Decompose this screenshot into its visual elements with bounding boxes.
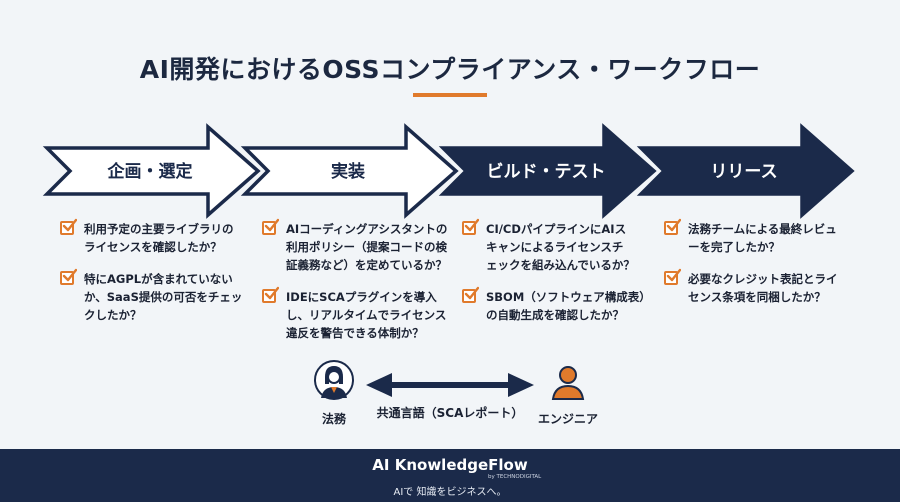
checklist-item-line: 利用ポリシー（提案コードの検 (286, 240, 447, 254)
checklist-item-line: 必要なクレジット表記とライ (688, 272, 838, 286)
stage-arrow-build-test (438, 123, 657, 219)
checklist-item-line: IDEにSCAプラグインを導入 (286, 290, 437, 304)
stage-arrow-implementation (240, 123, 459, 219)
stage-label-implementation: 実装 (331, 162, 365, 182)
checkbox-checked-icon (262, 218, 279, 235)
title-underline (413, 93, 487, 97)
footer-tagline: AIで 知識をビジネスへ。 (393, 487, 507, 498)
checklist-item-line: クしたか？ (84, 308, 142, 322)
checklist-item-line: ーを完了したか？ (688, 240, 780, 254)
checkbox-checked-icon (262, 286, 279, 303)
checklist-item-line: AIコーディングアシスタントの (286, 222, 448, 236)
checklist-item-text: AIコーディングアシスタントの利用ポリシー（提案コードの検証義務など）を定めてい… (286, 220, 452, 274)
footer-brand: AI KnowledgeFlow (372, 456, 528, 474)
checklist-item-line: 違反を警告できる体制か？ (286, 326, 424, 340)
checklist-item-line: キャンによるライセンスチ (486, 240, 624, 254)
checklist-item-line: センス条項を同梱したか？ (688, 290, 826, 304)
checklist-item-line: 利用予定の主要ライブラリの (84, 222, 234, 236)
checklist-release: 法務チームによる最終レビューを完了したか？ 必要なクレジット表記とライセンス条項を… (664, 218, 854, 320)
checklist-item: IDEにSCAプラグインを導入し、リアルタイムでライセンス違反を警告できる体制か… (262, 286, 452, 342)
stage-arrow-release (636, 123, 855, 219)
checklist-planning: 利用予定の主要ライブラリのライセンスを確認したか？ 特にAGPLが含まれていないか… (60, 218, 250, 338)
engineer-label: エンジニア (537, 412, 598, 426)
checklist-item-line: ェックを組み込んでいるか？ (486, 258, 635, 272)
stage-label-release: リリース (710, 162, 778, 182)
stage-label-planning: 企画・選定 (107, 162, 193, 182)
checklist-build-test: CI/CDパイプラインにAIスキャンによるライセンスチェックを組み込んでいるか？… (462, 218, 652, 338)
checkbox-checked-icon (60, 268, 77, 285)
footer-brand-sub: by TECHNODIGITAL (488, 474, 542, 480)
checklist-item-line: CI/CDパイプラインにAIス (486, 222, 627, 236)
checklist-item-text: 必要なクレジット表記とライセンス条項を同梱したか？ (688, 270, 854, 306)
connector-label: 共通言語（SCAレポート） (376, 406, 524, 420)
checklist-item-line: 証義務など）を定めているか？ (286, 258, 447, 272)
checklist-item-line: SBOM（ソフトウェア構成表） (486, 290, 651, 304)
checklist-item-line: 法務チームによる最終レビュ (688, 222, 837, 236)
stage-label-build-test: ビルド・テスト (486, 162, 606, 182)
checklist-item: 利用予定の主要ライブラリのライセンスを確認したか？ (60, 218, 250, 256)
legal-label: 法務 (321, 412, 346, 426)
checklist-item-line: の自動生成を確認したか？ (486, 308, 624, 322)
stage-arrow-planning (42, 123, 261, 219)
checklist-item-text: 利用予定の主要ライブラリのライセンスを確認したか？ (84, 220, 250, 256)
checklist-item: SBOM（ソフトウェア構成表） の自動生成を確認したか？ (462, 286, 652, 324)
engineer-person-icon (551, 366, 585, 400)
checkbox-checked-icon (462, 218, 479, 235)
checklist-item-text: 法務チームによる最終レビューを完了したか？ (688, 220, 854, 256)
checklist-item: 法務チームによる最終レビューを完了したか？ (664, 218, 854, 256)
checklist-item: 必要なクレジット表記とライセンス条項を同梱したか？ (664, 268, 854, 306)
checkbox-checked-icon (664, 268, 681, 285)
legal-person-icon (314, 360, 354, 400)
checklist-implementation: AIコーディングアシスタントの利用ポリシー（提案コードの検証義務など）を定めてい… (262, 218, 452, 356)
page-title: AI開発におけるOSSコンプライアンス・ワークフロー (139, 55, 761, 84)
checklist-item-text: 特にAGPLが含まれていないか、SaaS提供の可否をチェックしたか？ (84, 270, 250, 324)
checklist-item-line: か、SaaS提供の可否をチェッ (84, 290, 243, 304)
checklist-item-line: 特にAGPLが含まれていない (84, 272, 233, 286)
checklist-item-text: SBOM（ソフトウェア構成表） の自動生成を確認したか？ (486, 288, 652, 324)
checklist-item: 特にAGPLが含まれていないか、SaaS提供の可否をチェックしたか？ (60, 268, 250, 324)
footer: AI KnowledgeFlow by TECHNODIGITAL AIで 知識… (0, 449, 900, 502)
checklist-item: AIコーディングアシスタントの利用ポリシー（提案コードの検証義務など）を定めてい… (262, 218, 452, 274)
checklist-item-text: CI/CDパイプラインにAIスキャンによるライセンスチェックを組み込んでいるか？ (486, 220, 652, 274)
checklist-item: CI/CDパイプラインにAIスキャンによるライセンスチェックを組み込んでいるか？ (462, 218, 652, 274)
checkbox-checked-icon (462, 286, 479, 303)
checkbox-checked-icon (60, 218, 77, 235)
checklist-item-text: IDEにSCAプラグインを導入し、リアルタイムでライセンス違反を警告できる体制か… (286, 288, 452, 342)
checklist-item-line: し、リアルタイムでライセンス (286, 308, 447, 322)
checklist-item-line: ライセンスを確認したか？ (84, 240, 222, 254)
connector-double-arrow (366, 373, 534, 397)
checkbox-checked-icon (664, 218, 681, 235)
